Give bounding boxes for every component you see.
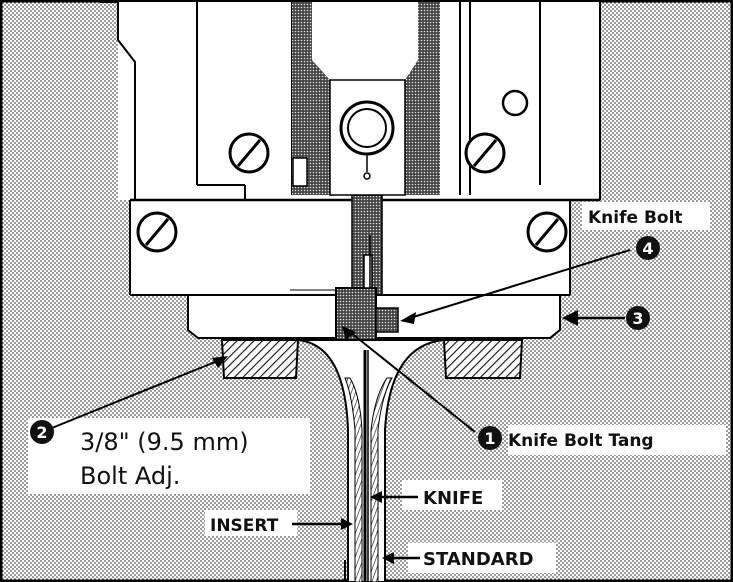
label-knife: KNIFE: [423, 488, 483, 509]
label-knife-bolt: Knife Bolt: [588, 208, 683, 228]
label-knife-bolt-tang: Knife Bolt Tang: [508, 431, 654, 451]
label-bolt-adj-size: 3/8" (9.5 mm): [80, 428, 249, 456]
callout-1: 1: [478, 426, 502, 450]
leader-1: [349, 331, 476, 433]
screw-lower-left: [136, 211, 178, 253]
screw-lower-right: [526, 211, 568, 253]
svg-text:2: 2: [36, 423, 47, 442]
label-standard: STANDARD: [423, 549, 534, 570]
svg-text:3: 3: [632, 309, 643, 328]
svg-text:4: 4: [642, 239, 653, 258]
label-bolt-adj: Bolt Adj.: [80, 462, 180, 490]
callout-2: 2: [30, 420, 54, 444]
small-hole: [501, 89, 529, 117]
screw-upper-right: [464, 132, 506, 174]
leader-2: [41, 359, 221, 433]
central-dark-channel: [292, 2, 330, 195]
label-insert: INSERT: [210, 516, 279, 536]
right-adjust-pad: [442, 339, 524, 379]
left-adjust-pad: [220, 339, 300, 379]
svg-text:1: 1: [484, 429, 495, 448]
callout-4: 4: [636, 236, 660, 260]
screw-upper-left: [228, 132, 270, 174]
leader-4: [409, 249, 631, 319]
callout-3: 3: [626, 306, 650, 330]
